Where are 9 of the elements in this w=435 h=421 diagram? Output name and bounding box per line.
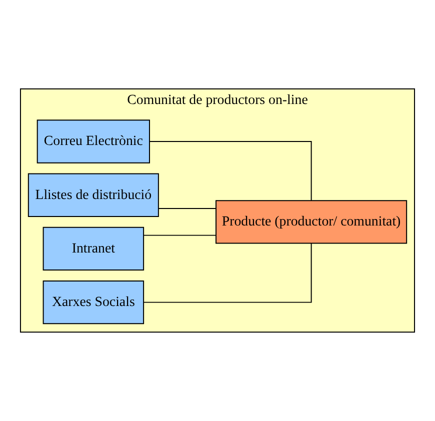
node-box: Correu Electrònic bbox=[36, 120, 150, 164]
connector bbox=[149, 141, 312, 201]
connector bbox=[143, 234, 216, 236]
node-box: Producte (productor/ comunitat) bbox=[216, 200, 408, 244]
node-box: Llistes de distribució bbox=[28, 173, 159, 217]
connector bbox=[158, 208, 216, 210]
node-box: Xarxes Socials bbox=[42, 280, 144, 324]
connector bbox=[143, 242, 312, 303]
node-box: Intranet bbox=[42, 226, 144, 271]
